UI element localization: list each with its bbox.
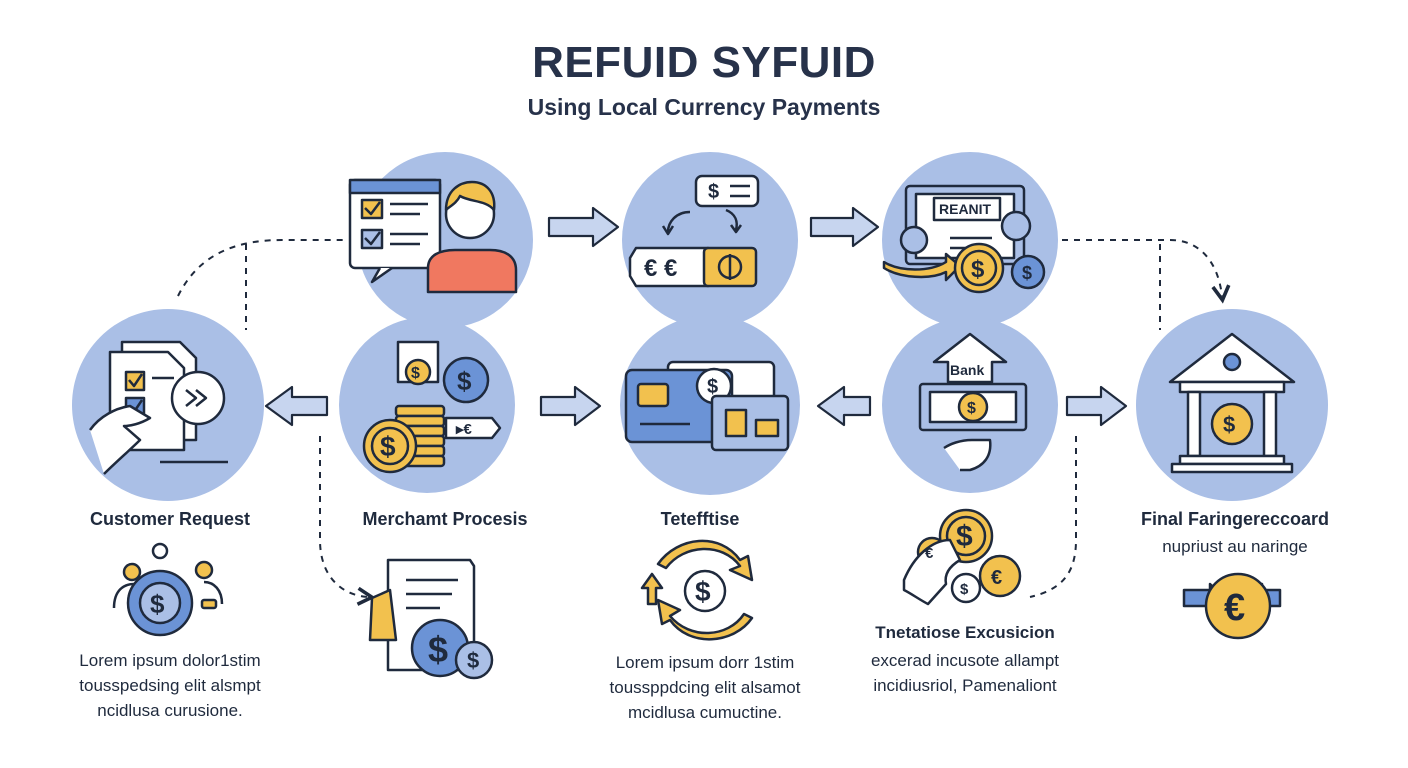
dollar-symbol: $ [967,400,976,417]
dollar-symbol: $ [380,431,396,462]
dollar-symbol: $ [707,376,718,398]
step-label-tetefftise: Tetefftise [660,509,740,529]
coin-icon [1210,402,1254,446]
step-description-final-record: nupriust au naringe [1162,537,1308,556]
dashed-connector-request-to-form [177,239,345,297]
receipt-sign-text: REANIT [939,201,992,217]
euro-exchange-icon [1182,572,1282,640]
dollar-symbol: $ [708,181,719,203]
page-title: REFUID SYFUID [532,38,876,87]
merchant-process-icon [362,340,502,474]
receipt-icon [882,184,1046,294]
currency-note-text: € € [644,255,677,282]
coin-icon [950,572,982,604]
description-line: mcidlusa cumuctine. [627,703,782,722]
dollar-symbol: $ [457,366,472,396]
bank-transfer-icon [918,332,1028,472]
people-gear-icon [112,542,224,637]
description-line: excerad incusote allampt [870,651,1060,670]
customer-request-icon [88,340,228,475]
document-coins-icon [368,558,494,680]
bank-arrow-icon [932,332,1008,384]
step-label-transaction-exclusion: Tnetatiose Excusicion [875,623,1055,642]
hand-icon [902,538,962,606]
bank-sign-text: Bank [950,362,984,378]
step-label-final-record: Final Faringereccoard [1140,509,1330,529]
coin-icon [442,356,490,404]
dollar-symbol: $ [1223,412,1235,437]
coin-icon [1204,572,1272,640]
arrow-right-icon [809,206,880,248]
step-description-tetefftise: Lorem ipsum dorr 1stim toussppdcing elit… [570,650,840,725]
step-label-merchant-process: Merchamt Procesis [362,509,528,529]
step-description-customer-request: Lorem ipsum dolor1stim tousspedsing elit… [40,648,300,723]
dollar-symbol: $ [960,581,969,598]
description-line: Lorem ipsum dorr 1stim [615,653,795,672]
dollar-symbol: $ [1022,263,1032,283]
step-label-customer-request: Customer Request [89,509,251,529]
page-subtitle: Using Local Currency Payments [527,94,881,120]
dashed-connectors [177,239,1231,606]
arrow-right-icon [1065,385,1128,427]
price-tag-icon [444,416,502,440]
coin-icon [454,640,494,680]
dollar-symbol: $ [428,629,448,670]
euro-symbol: € [1224,587,1245,629]
price-tag-text: ▸€ [455,421,473,438]
description-line: toussppdcing elit alsamot [609,678,801,697]
hand-icon [943,438,992,472]
coin-icon [1010,254,1046,290]
dollar-symbol: $ [956,520,973,553]
dollar-symbol: $ [971,256,985,283]
euro-symbol: € [991,567,1002,589]
dollar-symbol: $ [150,589,165,619]
arrow-right-icon [547,206,620,248]
dollar-symbol: $ [695,576,711,607]
description-line: incidiusriol, Pamenaliont [873,676,1057,695]
description-line: Lorem ipsum dolor1stim [79,651,261,670]
currency-exchange-icon [628,174,760,288]
step-description-transaction-exclusion: excerad incusote allampt incidiusriol, P… [840,648,1090,698]
refresh-cycle-icon [640,539,754,641]
euro-symbol: € [925,545,934,562]
arrow-left-icon [816,385,872,427]
hand-coins-icon [902,508,1022,606]
forward-icon [170,370,226,426]
arrow-right-icon [539,385,602,427]
dollar-symbol: $ [411,365,420,382]
description-line: tousspedsing elit alsmpt [79,676,261,695]
description-line: ncidlusa curusione. [97,701,243,720]
coin-icon [957,391,989,423]
bank-building-icon [1168,332,1296,474]
arrow-left-icon [264,385,329,427]
dashed-connector-receipt-to-bank [1062,239,1231,304]
flow-arrows [264,206,1128,427]
card-payment-icon [624,360,790,452]
dollar-symbol: $ [467,648,479,673]
coin-icon [978,554,1022,598]
person-icon [426,248,518,294]
request-form-icon [348,178,518,294]
